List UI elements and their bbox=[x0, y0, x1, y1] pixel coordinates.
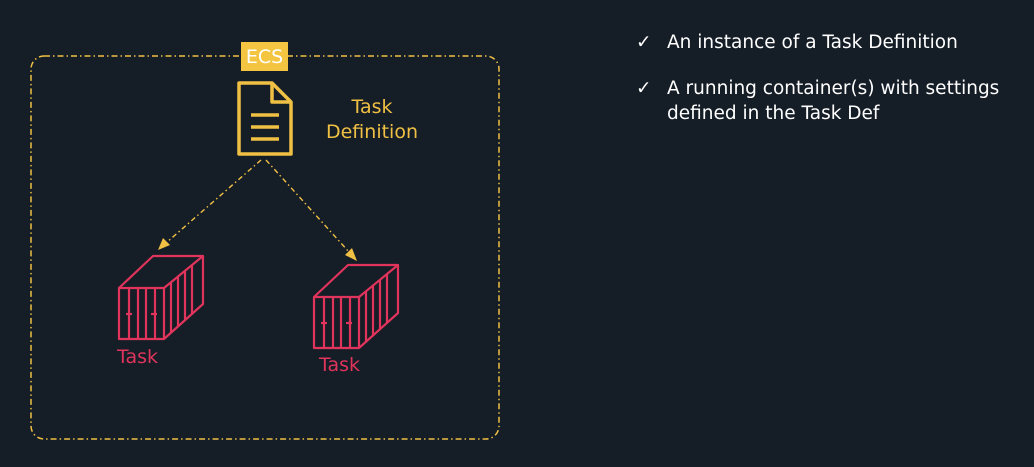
ecs-badge: ECS bbox=[241, 42, 288, 71]
task-label-right: Task bbox=[319, 354, 361, 376]
arrow-to-task-right bbox=[265, 159, 350, 253]
task-definition-label: Task Definition bbox=[318, 95, 426, 145]
bullet-item: ✓ A running container(s) with settings d… bbox=[636, 76, 1026, 126]
task-definition-label-line2: Definition bbox=[325, 121, 418, 143]
container-icon bbox=[312, 263, 400, 350]
task-definition-label-line1: Task bbox=[351, 96, 393, 118]
bullet-text: A running container(s) with settings def… bbox=[667, 78, 1000, 124]
arrow-head-left bbox=[158, 238, 170, 250]
arrow-head-right bbox=[345, 248, 357, 261]
checkmark-icon: ✓ bbox=[636, 78, 652, 99]
bullet-list: ✓ An instance of a Task Definition ✓ A r… bbox=[636, 30, 1026, 147]
checkmark-icon: ✓ bbox=[636, 32, 652, 53]
arrow-to-task-left bbox=[165, 159, 262, 244]
bullet-text: An instance of a Task Definition bbox=[667, 32, 958, 53]
container-icon bbox=[117, 254, 205, 341]
document-icon bbox=[237, 81, 293, 156]
task-label-left: Task bbox=[117, 346, 159, 368]
bullet-item: ✓ An instance of a Task Definition bbox=[636, 30, 1026, 55]
